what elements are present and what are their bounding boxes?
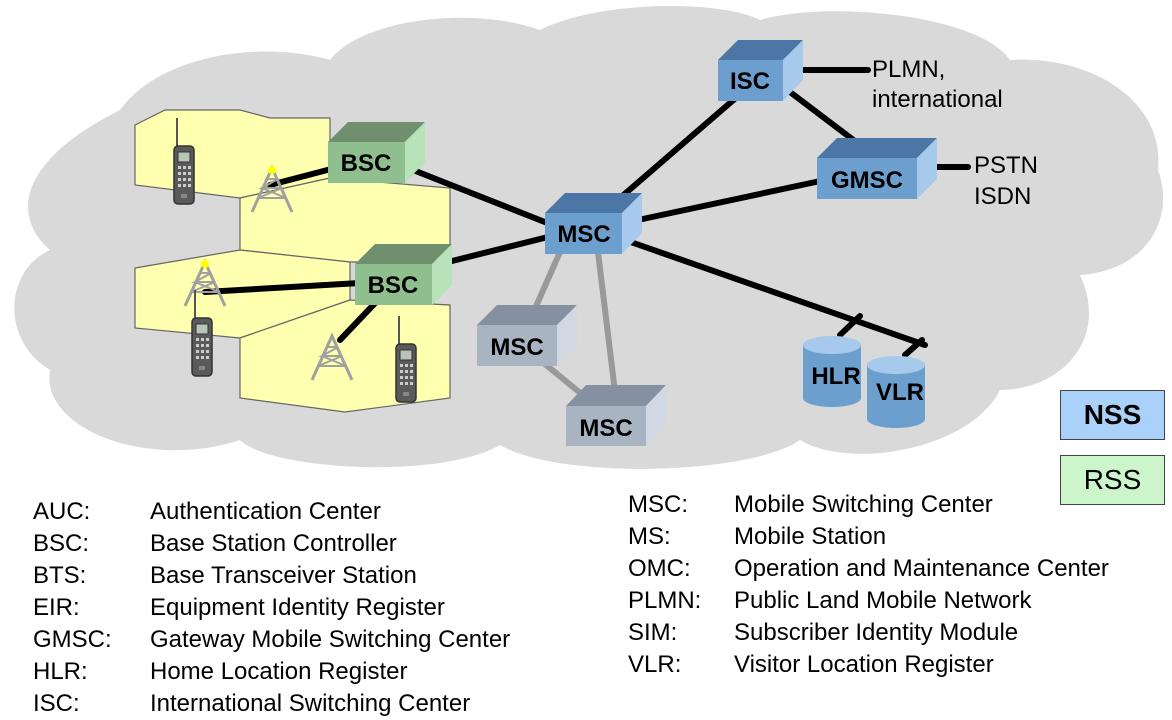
msc-main-label: MSC	[557, 221, 610, 248]
msc-bottom-box: MSC	[566, 385, 666, 446]
glossary-abbreviation: OMC:	[628, 555, 691, 582]
glossary-definition: Base Station Controller	[150, 530, 397, 557]
glossary-abbreviation: MSC:	[628, 491, 688, 518]
isc-label: ISC	[730, 68, 770, 95]
glossary-entry: HLR: Home Location Register	[33, 656, 510, 688]
glossary-definition: Authentication Center	[150, 498, 381, 525]
glossary-abbreviation: HLR:	[33, 658, 88, 685]
gmsc-label: GMSC	[831, 167, 903, 194]
glossary-definition: Home Location Register	[150, 658, 408, 685]
hlr-database-icon: HLR	[803, 336, 861, 407]
glossary-abbreviation: BTS:	[33, 562, 87, 589]
vlr-label: VLR	[876, 379, 924, 406]
glossary-definition: Operation and Maintenance Center	[734, 555, 1109, 582]
glossary-abbreviation: MS:	[628, 523, 671, 550]
plmn-label: PLMN,	[872, 56, 945, 83]
bsc-top-label: BSC	[341, 150, 392, 177]
glossary-entry: GMSC: Gateway Mobile Switching Center	[33, 624, 510, 656]
glossary-entry: VLR: Visitor Location Register	[628, 649, 1109, 681]
glossary-entry: SIM: Subscriber Identity Module	[628, 617, 1109, 649]
glossary-definition: Public Land Mobile Network	[734, 587, 1032, 614]
international-label: international	[872, 86, 1003, 113]
bsc-bottom-label: BSC	[368, 272, 419, 299]
isc-box: ISC	[718, 40, 803, 101]
glossary-abbreviation: ISC:	[33, 690, 80, 717]
glossary-definition: Base Transceiver Station	[150, 562, 417, 589]
glossary-abbreviation: BSC:	[33, 530, 90, 557]
glossary-definition: Mobile Switching Center	[734, 491, 993, 518]
glossary-entry: PLMN: Public Land Mobile Network	[628, 585, 1109, 617]
msc-main-box: MSC	[545, 193, 642, 254]
bsc-bottom-box: BSC	[355, 244, 452, 305]
glossary-entry: MSC: Mobile Switching Center	[628, 489, 1109, 521]
glossary-abbreviation: GMSC:	[33, 626, 112, 653]
glossary-abbreviation: PLMN:	[628, 587, 702, 614]
glossary-abbreviation: AUC:	[33, 498, 91, 525]
gsm-architecture-diagram: BSC BSC MSC ISC GMSC MSC MSC	[14, 6, 1164, 469]
isdn-label: ISDN	[974, 183, 1031, 210]
msc-left-box: MSC	[477, 305, 577, 366]
gmsc-box: GMSC	[817, 138, 937, 199]
glossary-definition: Visitor Location Register	[734, 651, 994, 678]
glossary-abbreviation: SIM:	[628, 619, 678, 646]
legend-nss: NSS	[1060, 390, 1165, 440]
glossary-entry: EIR: Equipment Identity Register	[33, 592, 510, 624]
glossary-entry: BSC: Base Station Controller	[33, 528, 510, 560]
glossary-entry: ISC: International Switching Center	[33, 688, 510, 720]
glossary-definition: Subscriber Identity Module	[734, 619, 1019, 646]
hlr-label: HLR	[811, 363, 860, 390]
glossary-entry: MS: Mobile Station	[628, 521, 1109, 553]
glossary-definition: International Switching Center	[150, 690, 471, 717]
msc-bottom-label: MSC	[579, 415, 632, 442]
pstn-label: PSTN	[974, 152, 1038, 179]
glossary-definition: Equipment Identity Register	[150, 594, 445, 621]
glossary-entry: OMC: Operation and Maintenance Center	[628, 553, 1109, 585]
glossary-definition: Gateway Mobile Switching Center	[150, 626, 511, 653]
bsc-top-box: BSC	[328, 122, 425, 183]
glossary-entry: BTS: Base Transceiver Station	[33, 560, 510, 592]
legend-rss: RSS	[1060, 455, 1165, 505]
msc-left-label: MSC	[490, 334, 543, 361]
glossary-definition: Mobile Station	[734, 523, 887, 550]
glossary-abbreviation: VLR:	[628, 651, 682, 678]
glossary-entry: AUC: Authentication Center	[33, 496, 510, 528]
vlr-database-icon: VLR	[867, 356, 925, 428]
glossary-abbreviation: EIR:	[33, 594, 80, 621]
